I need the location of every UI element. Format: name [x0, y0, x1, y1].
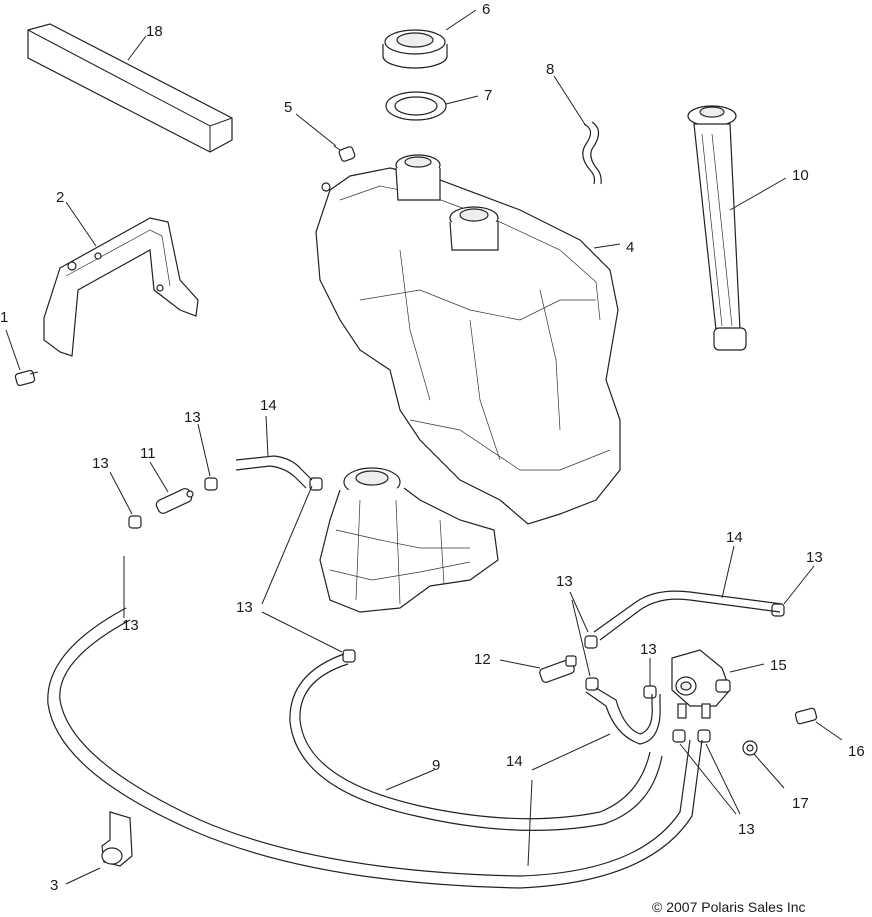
- callout-3: 3: [50, 877, 58, 894]
- callout-11: 11: [140, 445, 156, 462]
- part-13-clamps: [128, 477, 785, 743]
- part-16-bolt: [794, 707, 818, 725]
- part-3-clip: [101, 811, 133, 867]
- callout-14-b: 14: [726, 529, 743, 546]
- part-9-long-hose: [47, 607, 703, 889]
- callout-13-h: 13: [122, 617, 139, 634]
- part-11-connector: [155, 488, 194, 514]
- part-17-nut: [742, 740, 758, 756]
- callout-13-a: 13: [92, 455, 109, 472]
- callout-4: 4: [626, 239, 634, 256]
- callout-5: 5: [284, 99, 292, 116]
- engine-throttle-body: [319, 467, 499, 613]
- callout-13-g: 13: [738, 821, 755, 838]
- callout-13-e: 13: [556, 573, 573, 590]
- callout-13-d: 13: [806, 549, 823, 566]
- callout-13-f: 13: [640, 641, 657, 658]
- callout-13-c: 13: [236, 599, 253, 616]
- callout-17: 17: [792, 795, 809, 812]
- callout-2: 2: [56, 189, 64, 206]
- part-14-hoses: [235, 455, 783, 745]
- callout-12: 12: [474, 651, 491, 668]
- callout-8: 8: [546, 61, 554, 78]
- leader-lines: [5, 9, 843, 885]
- part-12-fitting: [539, 655, 577, 683]
- copyright-notice: © 2007 Polaris Sales Inc: [652, 899, 806, 915]
- callout-6: 6: [482, 1, 490, 18]
- part-10-fuel-sender: [687, 105, 747, 351]
- part-8-vent-hose: [582, 121, 602, 185]
- part-7-gasket: [385, 91, 447, 121]
- callout-16: 16: [848, 743, 865, 760]
- part-4-fuel-tank: [315, 154, 621, 525]
- part-1-bolt: [14, 369, 39, 387]
- callout-7: 7: [484, 87, 492, 104]
- callout-labels: 1 2 3 4 5 6 7 8 9 10 11 12 13 13 13 13 1…: [0, 1, 865, 894]
- callout-13-b: 13: [184, 409, 201, 426]
- callout-18: 18: [146, 23, 163, 40]
- callout-14-a: 14: [260, 397, 277, 414]
- callout-14-c: 14: [506, 753, 523, 770]
- part-15-fuel-pump: [671, 649, 731, 719]
- part-2-bracket: [43, 217, 199, 357]
- part-18-foam-block: [27, 23, 233, 153]
- part-6-fuel-cap: [382, 29, 448, 69]
- callout-15: 15: [770, 657, 787, 674]
- callout-10: 10: [792, 167, 809, 184]
- part-5-bolt: [333, 145, 356, 162]
- callout-1: 1: [0, 309, 8, 326]
- callout-9: 9: [432, 757, 440, 774]
